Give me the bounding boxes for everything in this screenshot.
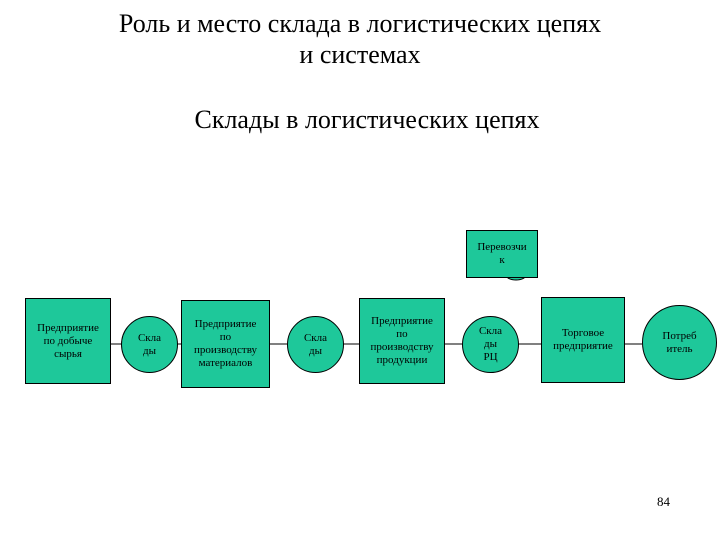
node-warehouses-dc-label: Скла ды РЦ bbox=[478, 325, 503, 363]
node-trade-enterprise: Торговое предприятие bbox=[541, 297, 625, 383]
node-raw-materials-label: Предприятие по добыче сырья bbox=[37, 321, 99, 360]
page-number: 84 bbox=[657, 494, 670, 509]
node-consumer: Потреб итель bbox=[642, 305, 717, 380]
node-consumer-label: Потреб итель bbox=[662, 329, 697, 355]
node-warehouses-2-label: Скла ды bbox=[303, 331, 328, 357]
slide-subtitle-text: Склады в логистических цепях bbox=[194, 105, 540, 134]
node-warehouses-dc: Скла ды РЦ bbox=[462, 316, 519, 373]
node-products-enterprise: Предприятие по производству продукции bbox=[359, 298, 445, 384]
node-warehouses-1-label: Скла ды bbox=[137, 331, 162, 357]
slide-title: Роль и место склада в логистических цепя… bbox=[0, 8, 720, 70]
node-warehouses-2: Скла ды bbox=[287, 316, 344, 373]
node-materials-enterprise: Предприятие по производству материалов bbox=[181, 300, 270, 388]
node-materials-label: Предприятие по производству материалов bbox=[193, 318, 258, 369]
slide-title-text: Роль и место склада в логистических цепя… bbox=[118, 9, 602, 69]
node-raw-materials-enterprise: Предприятие по добыче сырья bbox=[25, 298, 111, 384]
slide-subtitle: Склады в логистических цепях bbox=[0, 104, 720, 135]
node-products-label: Предприятие по производству продукции bbox=[370, 315, 434, 366]
node-carrier: Перевозчи к bbox=[466, 230, 538, 278]
node-warehouses-1: Скла ды bbox=[121, 316, 178, 373]
node-carrier-label: Перевозчи к bbox=[477, 241, 527, 266]
node-trade-label: Торговое предприятие bbox=[553, 327, 613, 352]
